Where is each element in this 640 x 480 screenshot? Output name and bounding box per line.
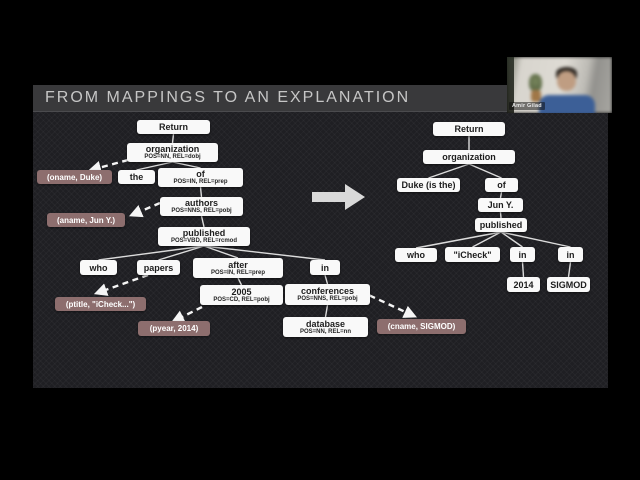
tree-node-r-published: published bbox=[475, 218, 527, 232]
mapping-annotation: (cname, SIGMOD) bbox=[377, 319, 466, 334]
tree-node-r-in1: in bbox=[510, 247, 535, 262]
tree-node-r-of: of bbox=[485, 178, 518, 192]
plant-blob bbox=[529, 74, 542, 92]
tree-node-r-org: organization bbox=[423, 150, 515, 164]
mapping-annotation: (oname, Duke) bbox=[37, 170, 112, 184]
tree-node-l-the: the bbox=[118, 170, 155, 184]
presentation-slide: FROM MAPPINGS TO AN EXPLANATION (oname, … bbox=[33, 85, 608, 388]
slide-title: FROM MAPPINGS TO AN EXPLANATION bbox=[45, 89, 411, 106]
tree-node-l-who: who bbox=[80, 260, 117, 275]
tree-node-r-icheck: "iCheck" bbox=[445, 247, 500, 262]
tree-node-r-in2: in bbox=[558, 247, 583, 262]
webcam-tile[interactable]: Amir Gilad bbox=[507, 57, 612, 113]
tree-node-r-juny: Jun Y. bbox=[478, 198, 523, 212]
participant-name-label: Amir Gilad bbox=[509, 102, 545, 110]
tree-node-r-2014: 2014 bbox=[507, 277, 540, 292]
tree-node-r-duke: Duke (is the) bbox=[397, 178, 460, 192]
tree-node-layer: (oname, Duke) (aname, Jun Y.) (ptitle, "iC… bbox=[33, 85, 608, 388]
speaker-shirt bbox=[539, 95, 595, 113]
tree-node-r-return: Return bbox=[433, 122, 505, 136]
plant-pot-blob bbox=[531, 90, 541, 102]
tree-node-l-return: Return bbox=[137, 120, 210, 134]
webcam-left-shadow bbox=[507, 57, 514, 113]
tree-node-l-papers: papers bbox=[137, 260, 180, 275]
mapping-annotation: (aname, Jun Y.) bbox=[47, 213, 125, 227]
tree-node-r-sigmod: SIGMOD bbox=[547, 277, 590, 292]
mapping-annotation: (ptitle, "iCheck...") bbox=[55, 297, 146, 311]
speaker-face bbox=[557, 71, 576, 91]
tree-node-l-in: in bbox=[310, 260, 340, 275]
mapping-annotation: (pyear, 2014) bbox=[138, 321, 210, 336]
tree-node-r-who: who bbox=[395, 248, 437, 262]
